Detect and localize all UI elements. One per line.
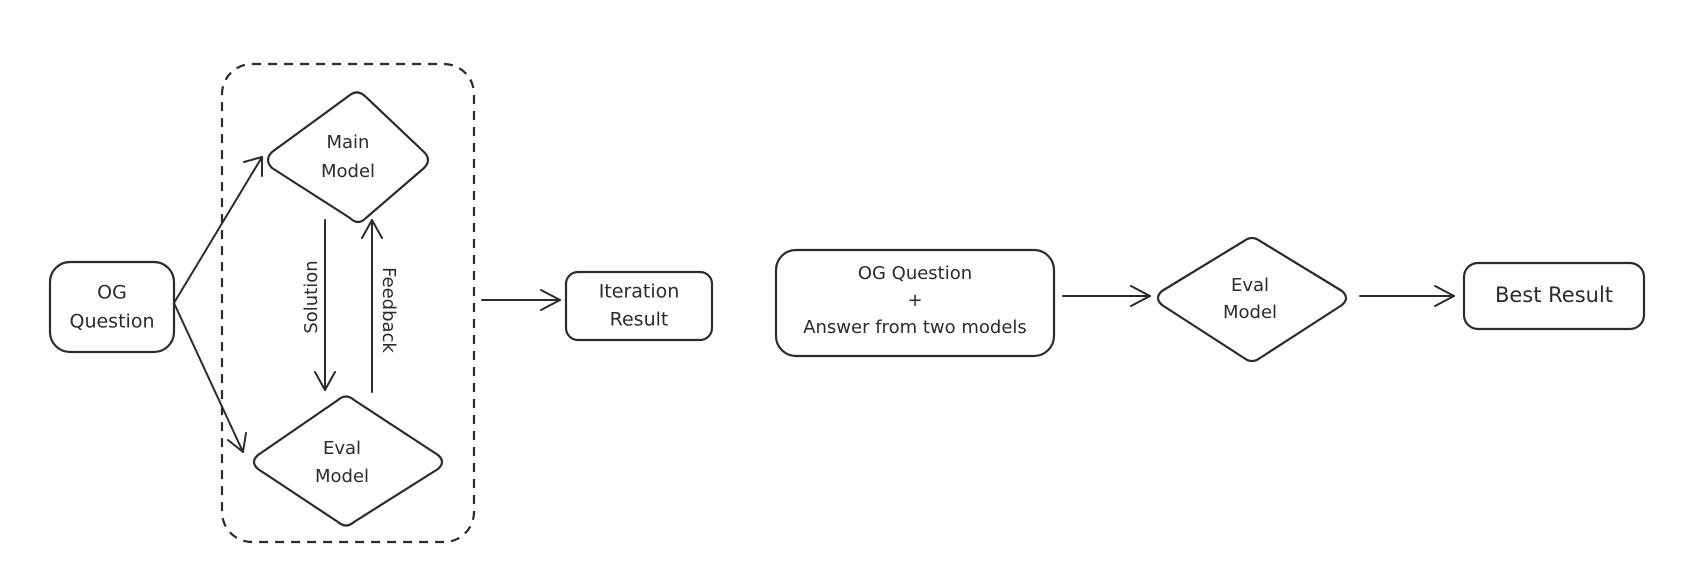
arrow-solution xyxy=(314,219,336,391)
eval-model-inner-label-line2: Model xyxy=(315,466,369,487)
og-question-label-line2: Question xyxy=(70,311,155,333)
eval-model-outer-label-line1: Eval xyxy=(1231,275,1269,296)
iteration-result-label-line1: Iteration xyxy=(599,281,680,303)
combined-input-label-line2: + xyxy=(907,290,922,311)
best-result-label: Best Result xyxy=(1495,283,1613,307)
arrow-og-to-eval-model xyxy=(173,302,247,453)
arrow-eval-to-best-result xyxy=(1359,285,1455,307)
iteration-loop-group xyxy=(220,62,476,544)
combined-input-node: OG Question + Answer from two models xyxy=(774,248,1056,358)
arrow-og-to-main-model xyxy=(173,156,263,304)
arrow-loop-to-iteration-result xyxy=(481,289,561,311)
main-model-label-line1: Main xyxy=(327,132,370,153)
og-question-label-line1: OG xyxy=(97,282,127,304)
solution-edge-label: Solution xyxy=(301,260,322,333)
iteration-result-node: Iteration Result xyxy=(564,270,714,342)
eval-model-outer-label-line2: Model xyxy=(1223,302,1277,323)
arrow-feedback xyxy=(361,219,383,393)
feedback-edge-label: Feedback xyxy=(378,267,399,353)
eval-model-outer-node: Eval Model xyxy=(1156,236,1348,363)
combined-input-label-line3: Answer from two models xyxy=(803,317,1027,338)
combined-input-label-line1: OG Question xyxy=(858,263,972,284)
eval-model-inner-label-line1: Eval xyxy=(323,438,361,459)
og-question-node: OG Question xyxy=(48,260,176,354)
eval-model-inner-node: Eval Model xyxy=(252,395,444,527)
iteration-result-label-line2: Result xyxy=(610,309,669,331)
main-model-node: Main Model xyxy=(266,91,430,224)
best-result-node: Best Result xyxy=(1462,261,1646,331)
arrow-input-to-eval-model xyxy=(1062,285,1151,307)
main-model-label-line2: Model xyxy=(321,161,375,182)
